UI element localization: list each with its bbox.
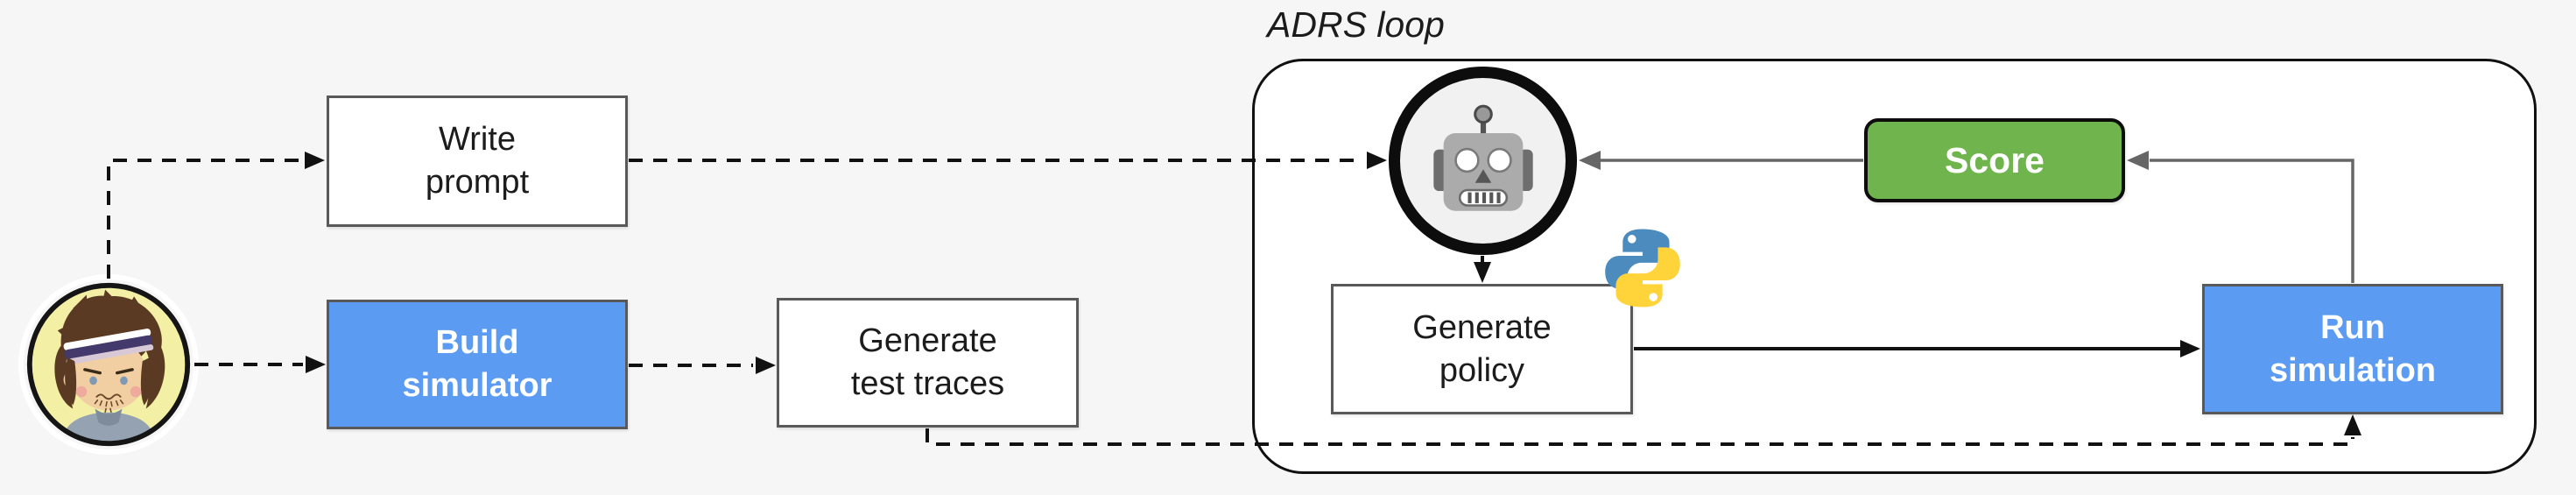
user-avatar [24, 279, 194, 449]
arrowhead-write-prompt [305, 152, 325, 169]
node-generate-test-traces: Generate test traces [777, 298, 1079, 428]
python-icon [1605, 229, 1680, 308]
arrowhead-build-simulator [306, 356, 326, 373]
node-generate-policy: Generate policy [1331, 284, 1633, 414]
node-run-simulation: Run simulation [2202, 284, 2503, 414]
node-build-simulator: Build simulator [327, 300, 628, 429]
node-write-prompt: Write prompt [327, 95, 628, 227]
user-avatar-icon [26, 282, 191, 447]
robot-icon [1432, 104, 1533, 211]
adrs-loop-label: ADRS loop [1267, 4, 1445, 45]
llm-robot-badge [1389, 67, 1577, 255]
edge-user-to-write-prompt [107, 159, 302, 279]
arrowhead-test-traces [756, 357, 776, 374]
node-score: Score [1864, 118, 2125, 202]
